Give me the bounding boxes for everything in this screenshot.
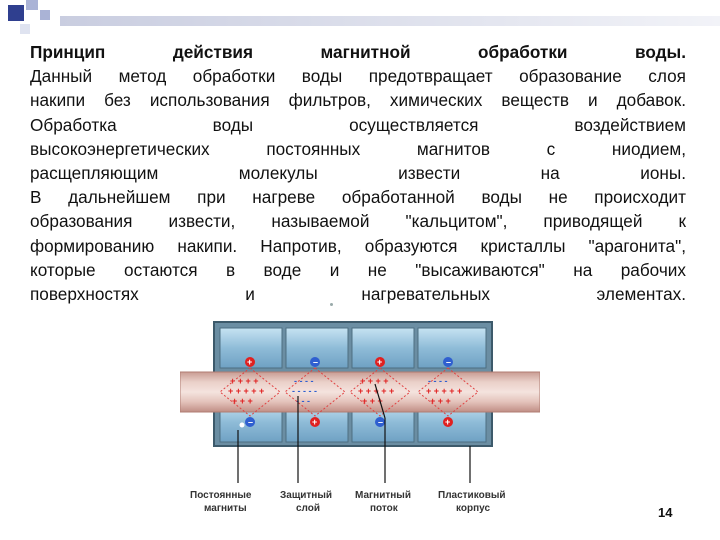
text-line: В дальнейшем при нагреве обработанной во… bbox=[30, 187, 686, 208]
svg-text:- - -: - - - bbox=[296, 396, 310, 406]
label-protective-layer: слой bbox=[296, 503, 320, 514]
decor-square bbox=[40, 10, 50, 20]
body-text: Принцип действия магнитной обработки вод… bbox=[30, 40, 686, 306]
text-line: расщепляющим молекулы извести на ионы. bbox=[30, 163, 686, 184]
text-line-heading: Принцип действия магнитной обработки вод… bbox=[30, 42, 686, 62]
svg-text:+ + +: + + + bbox=[362, 396, 383, 406]
svg-text:+ + + +: + + + + bbox=[360, 376, 389, 386]
text-line: образования извести, называемой "кальцит… bbox=[30, 211, 686, 232]
svg-text:- - - -: - - - - bbox=[294, 376, 314, 386]
label-plastic-housing: Пластиковый bbox=[438, 490, 506, 501]
header-bar bbox=[60, 16, 720, 26]
svg-text:+: + bbox=[247, 357, 252, 367]
label-magnetic-flux: Магнитный bbox=[355, 490, 411, 501]
svg-text:- - - -: - - - - bbox=[428, 376, 448, 386]
svg-text:–: – bbox=[313, 357, 318, 367]
svg-text:–: – bbox=[446, 357, 451, 367]
svg-text:+ + + + +: + + + + + bbox=[358, 386, 394, 396]
text-line: высокоэнергетических постоянных магнитов… bbox=[30, 138, 686, 159]
svg-text:- - - - -: - - - - - bbox=[292, 386, 317, 396]
svg-text:+ + +: + + + bbox=[430, 396, 451, 406]
decor-square bbox=[8, 5, 24, 21]
magnetic-treatment-diagram: + – + – – + – + + + + ++ + + + ++ + + - … bbox=[180, 321, 540, 514]
text-line: которые остаются в воде и не "высаживают… bbox=[30, 259, 686, 280]
svg-text:+ + + +: + + + + bbox=[230, 376, 259, 386]
svg-text:–: – bbox=[248, 417, 253, 427]
label-plastic-housing: корпус bbox=[456, 503, 490, 514]
text-line: поверхностях и нагревательных элементах. bbox=[30, 284, 686, 305]
water-pipe bbox=[180, 371, 540, 413]
label-magnets: магниты bbox=[204, 503, 247, 514]
label-protective-layer: Защитный bbox=[280, 490, 332, 501]
svg-text:+: + bbox=[377, 357, 382, 367]
page-number: 14 bbox=[658, 505, 673, 520]
text-line: Обработка воды осуществляется воздействи… bbox=[30, 114, 686, 135]
label-magnets: Постоянные bbox=[190, 490, 252, 501]
leader-lines bbox=[237, 383, 471, 483]
decor-dot bbox=[239, 422, 245, 428]
decor-square bbox=[26, 0, 38, 10]
svg-text:+ + + + +: + + + + + bbox=[426, 386, 462, 396]
text-line: накипи без использования фильтров, химич… bbox=[30, 90, 686, 111]
ion-clusters: + + + ++ + + + ++ + + - - - -- - - - -- … bbox=[228, 376, 462, 406]
svg-text:–: – bbox=[378, 417, 383, 427]
top-magnets bbox=[219, 327, 487, 369]
decor-dot bbox=[330, 303, 333, 306]
svg-text:+: + bbox=[312, 417, 317, 427]
text-line: формированию накипи. Напротив, образуютс… bbox=[30, 235, 686, 256]
decor-square bbox=[20, 24, 30, 34]
svg-text:+ + + + +: + + + + + bbox=[228, 386, 264, 396]
label-magnetic-flux: поток bbox=[370, 503, 399, 514]
pole-markers: + – + – – + – + bbox=[245, 357, 453, 427]
text-line: Данный метод обработки воды предотвращае… bbox=[30, 66, 686, 87]
svg-text:+ + +: + + + bbox=[232, 396, 253, 406]
magnetic-flux-lines bbox=[219, 367, 479, 417]
svg-text:+: + bbox=[445, 417, 450, 427]
